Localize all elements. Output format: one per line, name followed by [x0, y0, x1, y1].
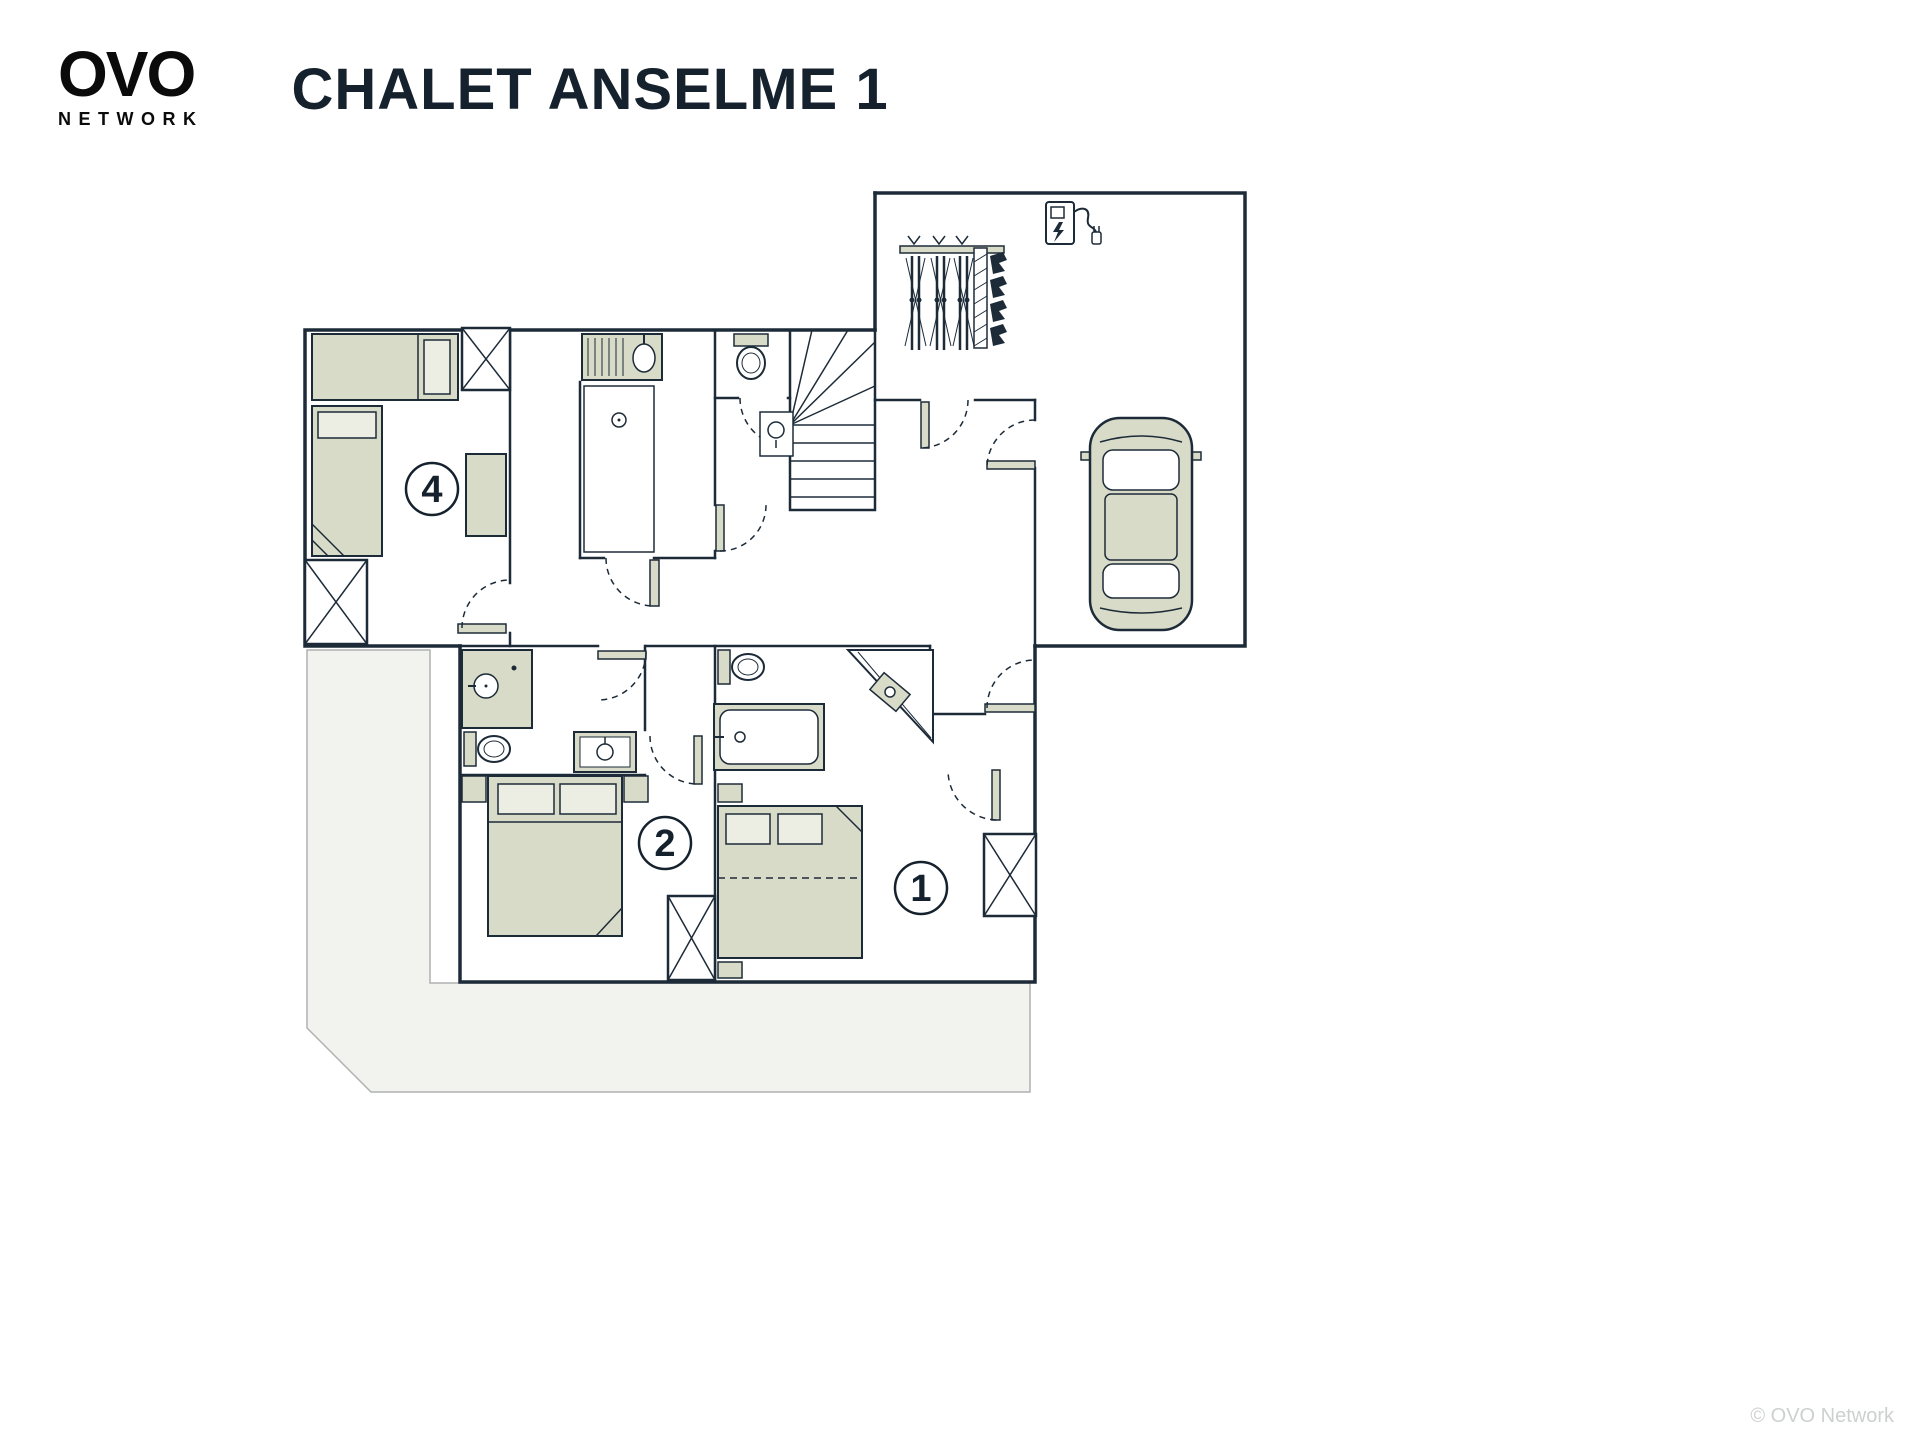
- page-title: CHALET ANSELME 1: [291, 57, 889, 122]
- single-bed-icon: [311, 333, 459, 401]
- logo-secondary-text: NETWORK: [58, 108, 204, 129]
- bathroom-main: [581, 333, 663, 553]
- single-bed-icon: [311, 405, 383, 557]
- boot-rack-icon: [973, 247, 988, 349]
- ski-storage: [899, 235, 1007, 350]
- wc-room: [733, 333, 794, 457]
- vanity-sink-icon: [461, 649, 533, 729]
- door-bedroom1: [991, 769, 1001, 821]
- wardrobe-icon: [666, 894, 717, 982]
- ovo-network-logo: OVO NETWORK: [58, 38, 204, 130]
- washbasin-icon: [573, 731, 637, 773]
- toilet-icon: [733, 333, 769, 380]
- staircase: [788, 328, 877, 512]
- bathtub-icon: [713, 703, 825, 771]
- door-garage: [986, 460, 1036, 470]
- toilet-icon: [463, 731, 511, 767]
- door-bathroom2: [597, 650, 647, 660]
- double-bed-icon: [717, 783, 863, 979]
- ski-poles-icon: [904, 257, 975, 347]
- bedroom-1: 1: [713, 649, 1038, 979]
- bedroom-2: 2: [461, 649, 717, 982]
- room-number-2: 2: [654, 823, 675, 865]
- copyright-notice: © OVO Network: [1750, 1405, 1894, 1427]
- garage: [1080, 416, 1202, 632]
- ev-charger-icon: [1045, 201, 1102, 245]
- terrace: [306, 649, 1031, 1093]
- header: OVO NETWORK CHALET ANSELME 1: [58, 38, 889, 130]
- ski-boots-icon: [990, 252, 1007, 346]
- door-bedroom4: [457, 623, 507, 634]
- ski-rack-bar: [899, 245, 1005, 254]
- wardrobe-icon: [982, 832, 1038, 918]
- door-swing-arcs: [461, 397, 1036, 821]
- car-icon: [1080, 416, 1202, 632]
- door-bedroom2: [693, 735, 703, 785]
- room-label-4: 4: [404, 461, 460, 517]
- desk-icon: [465, 453, 507, 537]
- toilet-icon: [717, 649, 765, 685]
- corner-shower-icon: [845, 649, 934, 745]
- room-number-1: 1: [910, 868, 931, 910]
- double-bed-icon: [461, 775, 649, 937]
- door-bathroom-main: [649, 559, 660, 607]
- room-number-4: 4: [421, 469, 442, 511]
- skis-icon: [904, 256, 975, 350]
- hanger-marks: [907, 235, 969, 246]
- vanity-sink-icon: [581, 333, 663, 381]
- door-hall-corridor: [715, 504, 725, 552]
- door-ski-room: [920, 401, 930, 449]
- door-vestibule: [984, 703, 1036, 713]
- room-label-2: 2: [637, 815, 693, 871]
- outer-walls: [303, 191, 1247, 984]
- logo-primary-text: OVO: [58, 38, 196, 110]
- washbasin-icon: [759, 411, 794, 457]
- shower-icon: [583, 385, 655, 553]
- wardrobe-icon: [460, 326, 512, 392]
- wardrobe-icon: [303, 558, 369, 646]
- bedroom-4: 4: [303, 326, 512, 646]
- room-label-1: 1: [893, 860, 949, 916]
